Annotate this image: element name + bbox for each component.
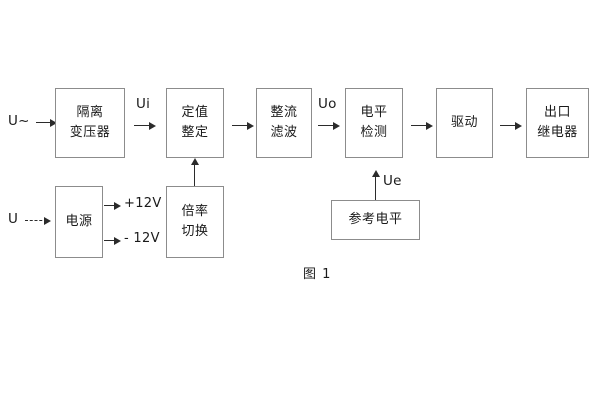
- figure-caption: 图 1: [303, 267, 332, 282]
- block-reference-level: 参考电平: [331, 200, 420, 240]
- block-power-supply: 电源: [55, 186, 103, 258]
- block-output-relay-line-1: 出口: [543, 104, 571, 120]
- arrow-level-to-drive: [426, 121, 433, 130]
- connector-multiplier-to-setting-line: [194, 164, 195, 186]
- arrow-multiplier-to-setting: [190, 158, 199, 165]
- signal-label-ui: Ui: [136, 96, 151, 112]
- block-drive: 驱动: [436, 88, 493, 158]
- block-power-supply-line-1: 电源: [65, 213, 93, 229]
- block-setting-value-line-1: 定值: [181, 104, 209, 120]
- connector-rail-negative-line: [104, 240, 118, 241]
- connector-uo-line: [318, 125, 336, 126]
- block-drive-line-1: 驱动: [450, 114, 478, 130]
- arrow-u-dc-to-power-supply: [44, 216, 51, 225]
- signal-label-uo: Uo: [318, 96, 337, 112]
- block-setting-value-line-2: 整定: [181, 125, 209, 140]
- input-label-u-ac: U~: [8, 113, 30, 129]
- connector-ui-line: [134, 125, 152, 126]
- connector-drive-to-relay: [500, 125, 518, 126]
- arrow-rail-positive: [114, 201, 121, 210]
- block-reference-level-line-1: 参考电平: [348, 211, 403, 227]
- block-output-relay-line-2: 继电器: [537, 125, 578, 140]
- block-multiplier-switch: 倍率 切换: [166, 186, 224, 258]
- block-level-detection: 电平 检测: [345, 88, 403, 158]
- arrow-setting-to-rectify: [247, 121, 254, 130]
- block-isolation-transformer: 隔离 变压器: [55, 88, 125, 158]
- block-output-relay: 出口 继电器: [526, 88, 589, 158]
- signal-label-ue: Ue: [383, 173, 402, 189]
- block-level-detection-line-1: 电平: [360, 104, 388, 120]
- input-label-u-dc: U: [8, 211, 19, 227]
- arrow-u-ac-to-isolation: [50, 118, 57, 127]
- block-multiplier-switch-line-2: 切换: [181, 224, 209, 239]
- connector-reference-to-level-line: [375, 176, 376, 200]
- connector-setting-to-rectify: [232, 125, 250, 126]
- connector-u-ac-line: [36, 122, 54, 123]
- arrow-drive-to-relay: [515, 121, 522, 130]
- block-rectify-filter-line-2: 滤波: [270, 125, 298, 140]
- block-multiplier-switch-line-1: 倍率: [181, 203, 209, 219]
- arrow-reference-to-level: [371, 170, 380, 177]
- connector-rail-positive-line: [104, 205, 118, 206]
- label-rail-positive: +12V: [124, 196, 162, 211]
- block-rectify-filter: 整流 滤波: [256, 88, 312, 158]
- arrow-ui-to-setting: [149, 121, 156, 130]
- block-rectify-filter-line-1: 整流: [270, 104, 298, 120]
- label-rail-negative: - 12V: [124, 231, 160, 246]
- connector-level-to-drive: [411, 125, 429, 126]
- connector-u-dc-dashed-line: [25, 220, 47, 221]
- arrow-uo-to-level-detection: [333, 121, 340, 130]
- arrow-rail-negative: [114, 236, 121, 245]
- block-isolation-transformer-line-2: 变压器: [69, 125, 111, 140]
- block-setting-value: 定值 整定: [166, 88, 224, 158]
- block-level-detection-line-2: 检测: [360, 125, 388, 140]
- block-isolation-transformer-line-1: 隔离: [76, 104, 104, 120]
